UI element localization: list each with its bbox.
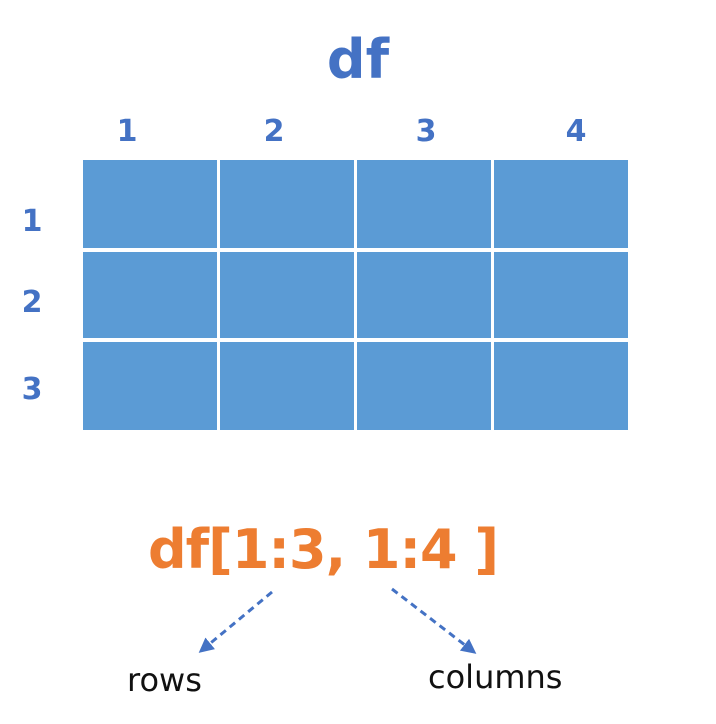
grid-cell-r2-c3 xyxy=(357,252,491,338)
columns-arrow xyxy=(391,587,477,654)
columns-annotation: columns xyxy=(428,658,563,696)
grid-cell-r3-c1 xyxy=(83,342,217,430)
dataframe-grid xyxy=(83,160,628,436)
grid-cell-r1-c2 xyxy=(220,160,354,248)
column-label-1: 1 xyxy=(116,114,138,149)
row-label-3: 3 xyxy=(21,372,43,407)
row-label-2: 2 xyxy=(21,285,43,320)
grid-cell-r1-c4 xyxy=(494,160,628,248)
column-label-4: 4 xyxy=(565,114,587,149)
indexing-expression: df[1:3, 1:4 ] xyxy=(148,518,499,581)
dataframe-title: df xyxy=(326,28,390,91)
grid-cell-r2-c2 xyxy=(220,252,354,338)
grid-cell-r3-c3 xyxy=(357,342,491,430)
column-label-3: 3 xyxy=(415,114,437,149)
grid-cell-r1-c1 xyxy=(83,160,217,248)
grid-cell-r2-c4 xyxy=(494,252,628,338)
row-label-1: 1 xyxy=(21,204,43,239)
rows-annotation: rows xyxy=(127,661,202,699)
column-label-2: 2 xyxy=(263,114,285,149)
rows-arrow xyxy=(198,590,273,653)
grid-cell-r1-c3 xyxy=(357,160,491,248)
grid-cell-r2-c1 xyxy=(83,252,217,338)
grid-cell-r3-c2 xyxy=(220,342,354,430)
grid-cell-r3-c4 xyxy=(494,342,628,430)
